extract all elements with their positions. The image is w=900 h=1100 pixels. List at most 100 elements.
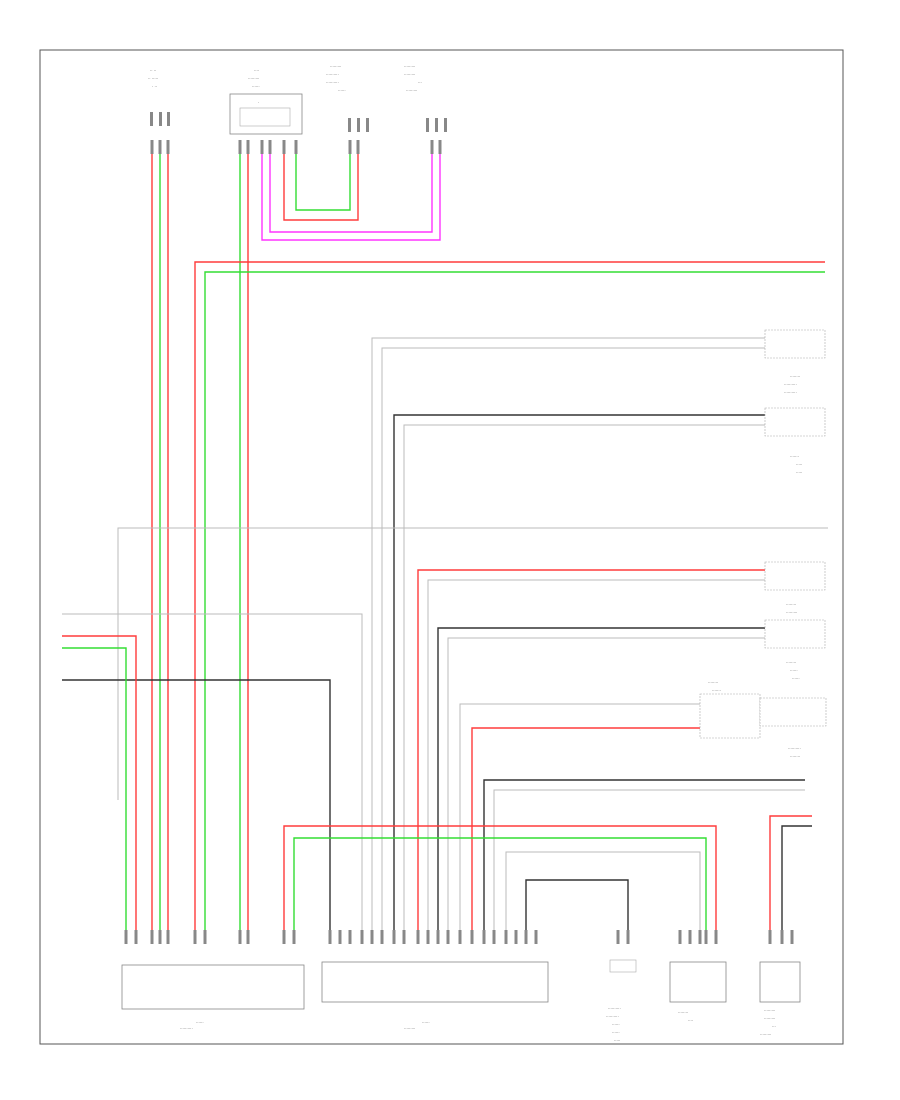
svg-text:···: ···	[772, 1024, 776, 1029]
connector-pin	[426, 930, 430, 944]
svg-text:·········: ·········	[404, 1026, 415, 1031]
connector-pin	[166, 140, 170, 154]
wires	[62, 145, 828, 930]
svg-text:·········: ·········	[404, 72, 415, 77]
svg-text:·········: ·········	[404, 64, 415, 69]
wire-gray-7	[459, 703, 700, 930]
right-connector-5	[699, 693, 761, 739]
connector-pin	[714, 930, 718, 944]
svg-text:······: ······	[612, 1030, 620, 1035]
wire-gray-2	[381, 347, 765, 930]
connector-pin	[238, 140, 242, 154]
svg-text:·······: ·······	[790, 454, 799, 459]
wire-green-6	[293, 837, 707, 930]
connector-pin	[534, 930, 538, 944]
svg-text:······: ······	[790, 668, 798, 673]
top-right-connector-2: ········· ········· ··· ·········	[404, 64, 447, 132]
svg-text:·······: ·······	[712, 688, 721, 693]
connector-pin	[524, 930, 528, 944]
svg-text:········: ········	[790, 754, 800, 759]
svg-text:·····: ·····	[614, 1038, 620, 1043]
connector-pin	[360, 930, 364, 944]
svg-text:·····: ·····	[796, 470, 802, 475]
connector-pin	[482, 930, 486, 944]
svg-text:······: ······	[612, 1022, 620, 1027]
top-center-module: ···· ········· ······ ·	[229, 68, 303, 135]
connector-pin	[268, 140, 272, 154]
wire-black-3	[483, 779, 805, 930]
wire-black-4	[525, 879, 629, 930]
svg-text:······: ······	[252, 84, 260, 89]
svg-text:······: ······	[338, 88, 346, 93]
bottom-sensor-3: ········· ········· ··· ·········	[759, 961, 801, 1037]
wire-green-3	[295, 145, 351, 211]
connector-pin	[380, 930, 384, 944]
wire-red-8	[62, 635, 137, 930]
connector-pin	[504, 930, 508, 944]
svg-text:··········: ··········	[326, 72, 339, 77]
bottom-center-block: ······ ·········	[321, 961, 549, 1031]
right-connector-6	[759, 697, 827, 727]
connector-pin	[678, 930, 682, 944]
wire-red-9	[283, 825, 717, 930]
connector-pin	[150, 930, 154, 944]
svg-text:·····: ·····	[796, 462, 802, 467]
svg-text:·········: ·········	[786, 610, 797, 615]
connector-pin	[294, 140, 298, 154]
wire-gray-8	[493, 789, 805, 930]
svg-text:·········: ·········	[406, 88, 417, 93]
connector-pin	[282, 930, 286, 944]
right-connector-4	[764, 619, 826, 649]
connector-pin	[246, 140, 250, 154]
bottom-left-block: ······ ··········	[121, 964, 305, 1031]
connector-pin	[458, 930, 462, 944]
wire-magenta-2	[269, 145, 433, 233]
connector-pin	[134, 930, 138, 944]
wire-red-5	[194, 261, 825, 930]
connector-pin	[282, 140, 286, 154]
svg-text:···: ···	[418, 80, 422, 85]
svg-text:······: ······	[792, 676, 800, 681]
wire-gray-1	[371, 337, 765, 930]
connector-pin	[492, 930, 496, 944]
connector-pin	[348, 140, 352, 154]
svg-text:······: ······	[196, 1020, 204, 1025]
connector-pin	[370, 930, 374, 944]
connector-pin	[356, 140, 360, 154]
bottom-sensor-1: ·········· ·········· ······ ······ ····…	[606, 959, 637, 1043]
connector-pin	[392, 930, 396, 944]
wire-gray-4	[117, 527, 828, 800]
wire-red-6	[417, 569, 765, 930]
wire-green-5	[62, 647, 127, 930]
connector-pin	[150, 140, 154, 154]
svg-text:········: ········	[786, 660, 796, 665]
svg-text:·········: ·········	[330, 64, 341, 69]
wire-black-1	[393, 414, 765, 930]
svg-text:·· ·····: ·· ·····	[148, 76, 158, 81]
right-connector-2	[764, 407, 826, 437]
wire-red-4	[283, 145, 359, 221]
wire-black-6	[781, 825, 812, 930]
connector-pin	[698, 930, 702, 944]
svg-text:·········: ·········	[764, 1016, 775, 1021]
connector-pins	[124, 140, 794, 944]
svg-text:·········: ·········	[760, 1032, 771, 1037]
wire-gray-3	[403, 424, 765, 930]
connector-pin	[438, 140, 442, 154]
svg-text:··········: ··········	[326, 80, 339, 85]
svg-text:··········: ··········	[180, 1026, 193, 1031]
svg-text:· ··: · ··	[152, 84, 157, 89]
svg-text:··········: ··········	[784, 390, 797, 395]
connector-pin	[790, 930, 794, 944]
svg-text:········: ········	[786, 602, 796, 607]
connector-pin	[338, 930, 342, 944]
diagram-frame	[39, 49, 844, 1045]
svg-text:····: ····	[688, 1018, 693, 1023]
top-right-connector-1: ········· ·········· ·········· ······	[326, 64, 369, 132]
connector-pin	[446, 930, 450, 944]
connector-pin	[158, 930, 162, 944]
svg-text:·· ··: ·· ··	[150, 68, 156, 73]
connector-pin	[768, 930, 772, 944]
wire-red-7	[471, 727, 760, 930]
